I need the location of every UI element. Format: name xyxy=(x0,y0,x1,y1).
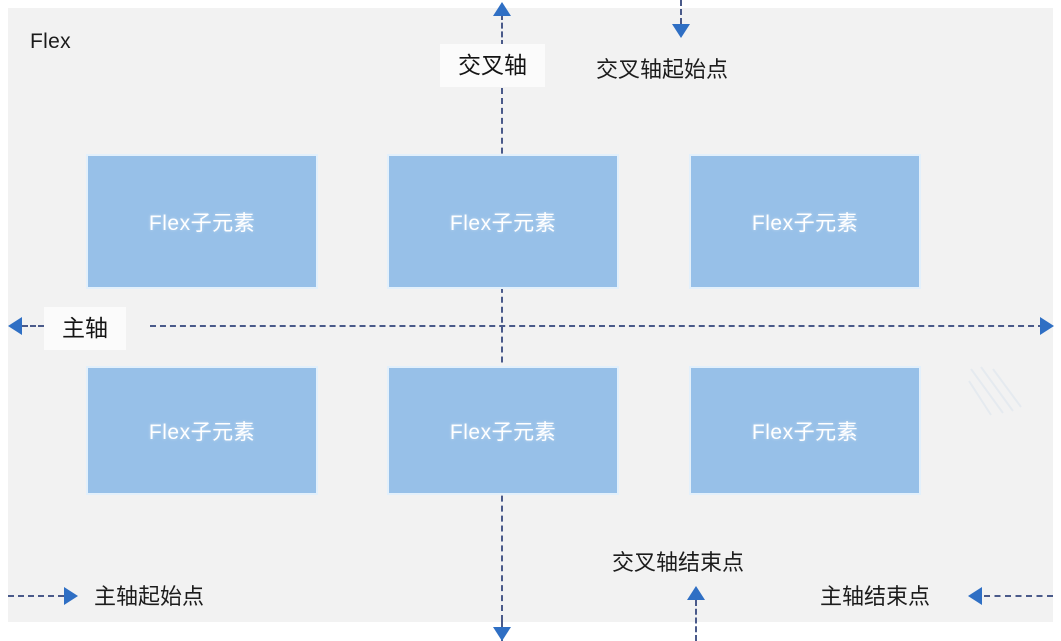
flex-item-label: Flex子元素 xyxy=(148,420,256,444)
cross-axis-end-arrow xyxy=(687,586,705,600)
cross-axis-label: 交叉轴 xyxy=(440,44,545,87)
container-label: Flex xyxy=(30,30,71,53)
flex-item-label: Flex子元素 xyxy=(148,211,256,235)
cross-axis-line-segment-main xyxy=(501,88,503,621)
flex-item-label: Flex子元素 xyxy=(449,211,557,235)
main-axis-arrow-left xyxy=(8,317,22,335)
cross-axis-arrow-up xyxy=(493,2,511,16)
flex-item-label: Flex子元素 xyxy=(751,211,859,235)
main-axis-start-arrow xyxy=(64,587,78,605)
cross-axis-line-segment-top xyxy=(501,14,503,46)
cross-axis-start-line xyxy=(680,0,682,24)
flex-item[interactable]: Flex子元素 xyxy=(88,368,316,493)
main-axis-start-line xyxy=(8,595,64,597)
main-axis-arrow-right xyxy=(1040,317,1054,335)
cross-axis-start-arrow xyxy=(672,24,690,38)
cross-axis-start-label: 交叉轴起始点 xyxy=(596,57,729,82)
main-axis-end-label: 主轴结束点 xyxy=(820,584,931,609)
main-axis-start-label: 主轴起始点 xyxy=(94,584,205,609)
cross-axis-arrow-down xyxy=(493,627,511,641)
main-axis-label: 主轴 xyxy=(44,307,126,350)
flex-container: Flex xyxy=(8,8,1053,622)
cross-axis-end-label: 交叉轴结束点 xyxy=(612,550,745,575)
main-axis-line-segment-right xyxy=(150,325,1044,327)
flex-item[interactable]: Flex子元素 xyxy=(691,156,919,287)
flex-item[interactable]: Flex子元素 xyxy=(88,156,316,287)
flex-item-label: Flex子元素 xyxy=(751,420,859,444)
flex-item[interactable]: Flex子元素 xyxy=(691,368,919,493)
cross-axis-end-line xyxy=(695,600,697,641)
flex-item[interactable]: Flex子元素 xyxy=(389,156,617,287)
flex-item-label: Flex子元素 xyxy=(449,420,557,444)
flex-item[interactable]: Flex子元素 xyxy=(389,368,617,493)
main-axis-end-arrow xyxy=(968,587,982,605)
main-axis-line-segment-left xyxy=(22,325,44,327)
watermark-icon xyxy=(968,366,1022,416)
main-axis-end-line xyxy=(984,595,1053,597)
